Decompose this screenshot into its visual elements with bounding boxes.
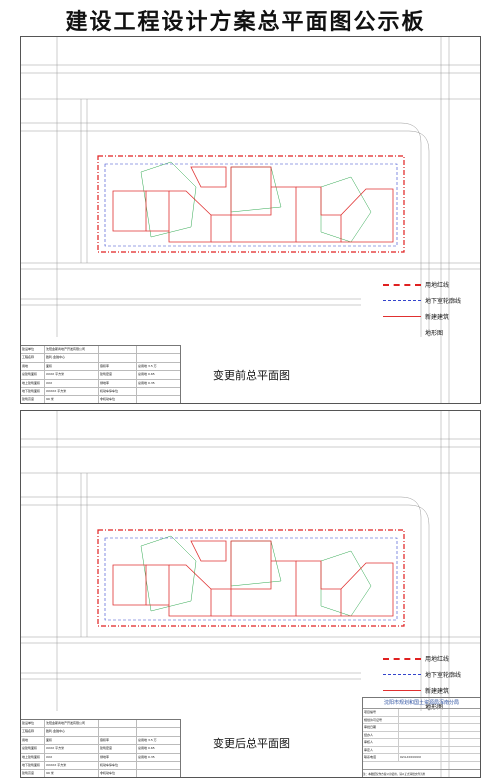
plan-panel-after: 用地红线 地下室轮廓线 新建建筑 地形图 建设单位沈阳金斯商地产开发有限公司 工…	[20, 410, 481, 778]
road-lines	[21, 411, 480, 777]
legend-item-site: 地形图	[425, 330, 444, 337]
table-row: 工程名称胜利·金融中心	[21, 354, 180, 363]
land-redline	[97, 155, 405, 253]
legend-item-new-building: 新建建筑	[371, 683, 480, 699]
legend-item-new-building: 新建建筑	[371, 309, 480, 325]
basement-outline	[104, 537, 398, 621]
road-lines	[21, 37, 480, 403]
green-areas	[140, 535, 372, 617]
legend-item-redline: 用地红线	[371, 651, 480, 667]
panel-caption-after: 变更后总平面图	[213, 737, 290, 750]
new-buildings	[112, 540, 394, 617]
table-row: 审定人	[363, 746, 480, 754]
legend: 用地红线 地下室轮廓线 新建建筑 地形图	[371, 651, 480, 715]
table-row: 工程名称胜利·金融中心	[21, 728, 180, 737]
table-row: 规划许可证号	[363, 716, 480, 724]
table-row: 审批日期	[363, 724, 480, 732]
legend: 用地红线 地下室轮廓线 新建建筑 地形图	[371, 277, 480, 341]
new-buildings	[112, 166, 394, 243]
page-title: 建设工程设计方案总平面图公示板	[65, 10, 426, 35]
table-row: 项目编号	[363, 709, 480, 717]
table-row: 建设单位沈阳金斯商地产开发有限公司	[21, 346, 180, 355]
legend-item-redline: 用地红线	[371, 277, 480, 293]
table-row: 审核人	[363, 739, 480, 747]
land-redline	[97, 529, 405, 627]
plan-panel-before: 用地红线 地下室轮廓线 新建建筑 地形图 建设单位沈阳金斯商地产开发有限公司 工…	[20, 36, 481, 404]
panel-caption-before: 变更前总平面图	[213, 369, 290, 382]
table-row: 用地面积容积率总用地 3.5 万	[21, 362, 180, 372]
site-plan-drawing	[21, 37, 480, 403]
green-areas	[140, 161, 372, 243]
site-plan-drawing	[21, 411, 480, 777]
table-row: 经办人	[363, 731, 480, 739]
basement-outline	[104, 163, 398, 247]
table-row: 用地面积容积率总用地 3.5 万	[21, 736, 180, 746]
legend-item-basement: 地下室轮廓线	[371, 293, 480, 309]
legend-item-basement: 地下室轮廓线	[371, 667, 480, 683]
project-info-table: 建设单位沈阳金斯商地产开发有限公司 工程名称胜利·金融中心 用地面积容积率总用地…	[21, 719, 181, 777]
legend-item-site: 地形图	[425, 704, 444, 711]
stamp-note: 注：本图纸仅作方案公示使用，请以正式审批文件为准	[363, 769, 480, 777]
approval-stamp-table: 沈阳市规划和国土资源局浑南分局 项目编号 规划许可证号 审批日期 经办人 审核人…	[362, 697, 480, 777]
project-info-table: 建设单位沈阳金斯商地产开发有限公司 工程名称胜利·金融中心 用地面积容积率总用地…	[21, 345, 181, 403]
stamp-header: 沈阳市规划和国土资源局浑南分局	[363, 698, 480, 709]
table-row: 建设单位沈阳金斯商地产开发有限公司	[21, 720, 180, 729]
